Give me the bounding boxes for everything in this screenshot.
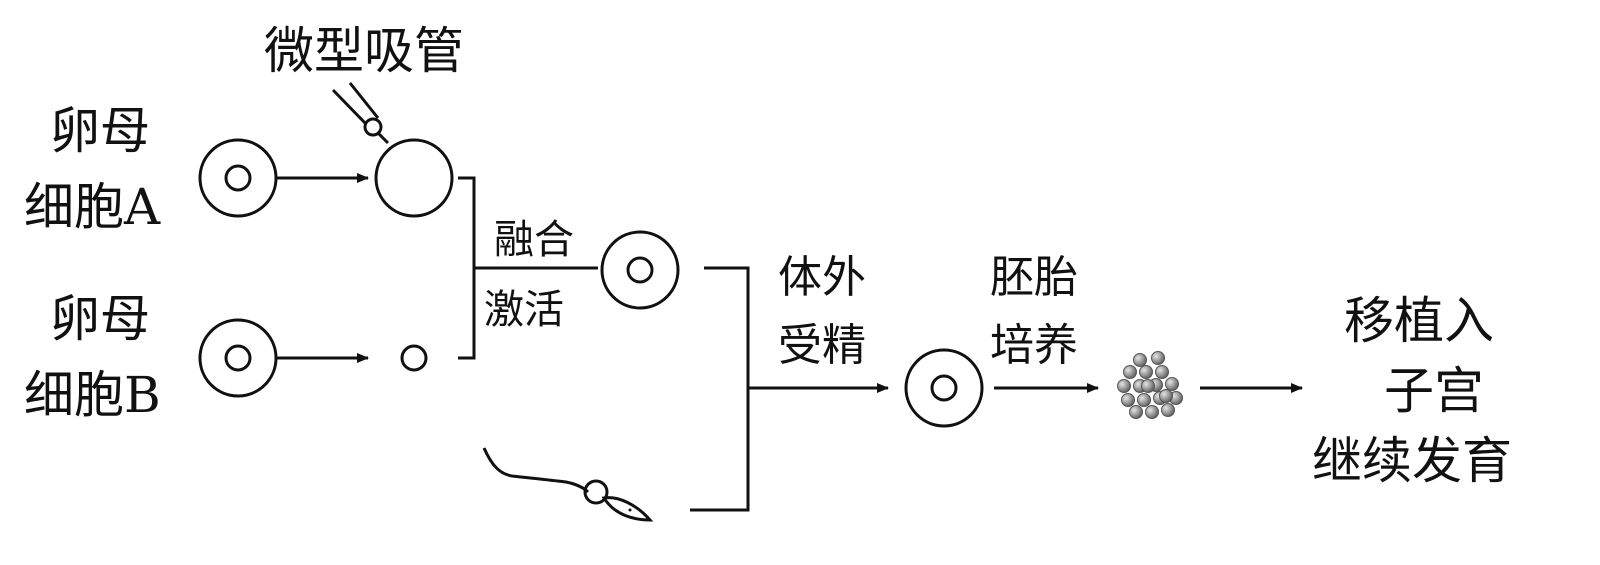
oocyte-a-label-line1: 卵母 bbox=[50, 102, 150, 160]
oocyte-a-icon bbox=[198, 138, 278, 218]
oocyte-b-label-line1: 卵母 bbox=[50, 290, 150, 348]
sperm-icon bbox=[482, 447, 654, 522]
transfer-label-line2: 子宫 bbox=[1384, 362, 1484, 420]
micropipette-label: 微型吸管 bbox=[264, 22, 464, 80]
ivf-label-line2: 受精 bbox=[778, 320, 866, 371]
transfer-label-line3: 继续发育 bbox=[1312, 432, 1512, 490]
fusion-bracket bbox=[458, 176, 476, 360]
embryo-culture-label-line2: 培养 bbox=[990, 320, 1078, 371]
nucleus-cell-icon bbox=[400, 344, 428, 372]
reconstructed-oocyte-icon bbox=[600, 230, 680, 310]
fusion-label-line1: 融合 bbox=[494, 217, 574, 263]
oocyte-a-label-line2: 细胞A bbox=[24, 178, 161, 236]
ivf-label-line1: 体外 bbox=[778, 252, 866, 303]
fusion-label-line2: 激活 bbox=[484, 287, 564, 333]
transfer-label-line1: 移植入 bbox=[1344, 292, 1494, 350]
micropipette-icon bbox=[331, 82, 390, 145]
embryo-culture-label-line1: 胚胎 bbox=[990, 252, 1078, 303]
early-embryo-icon bbox=[1117, 351, 1183, 419]
oocyte-b-label-line2: 细胞B bbox=[24, 366, 161, 424]
oocyte-b-icon bbox=[198, 318, 278, 398]
enucleated-oocyte-icon bbox=[374, 138, 454, 218]
zygote-icon bbox=[904, 348, 984, 428]
ivf-bracket bbox=[690, 266, 750, 512]
